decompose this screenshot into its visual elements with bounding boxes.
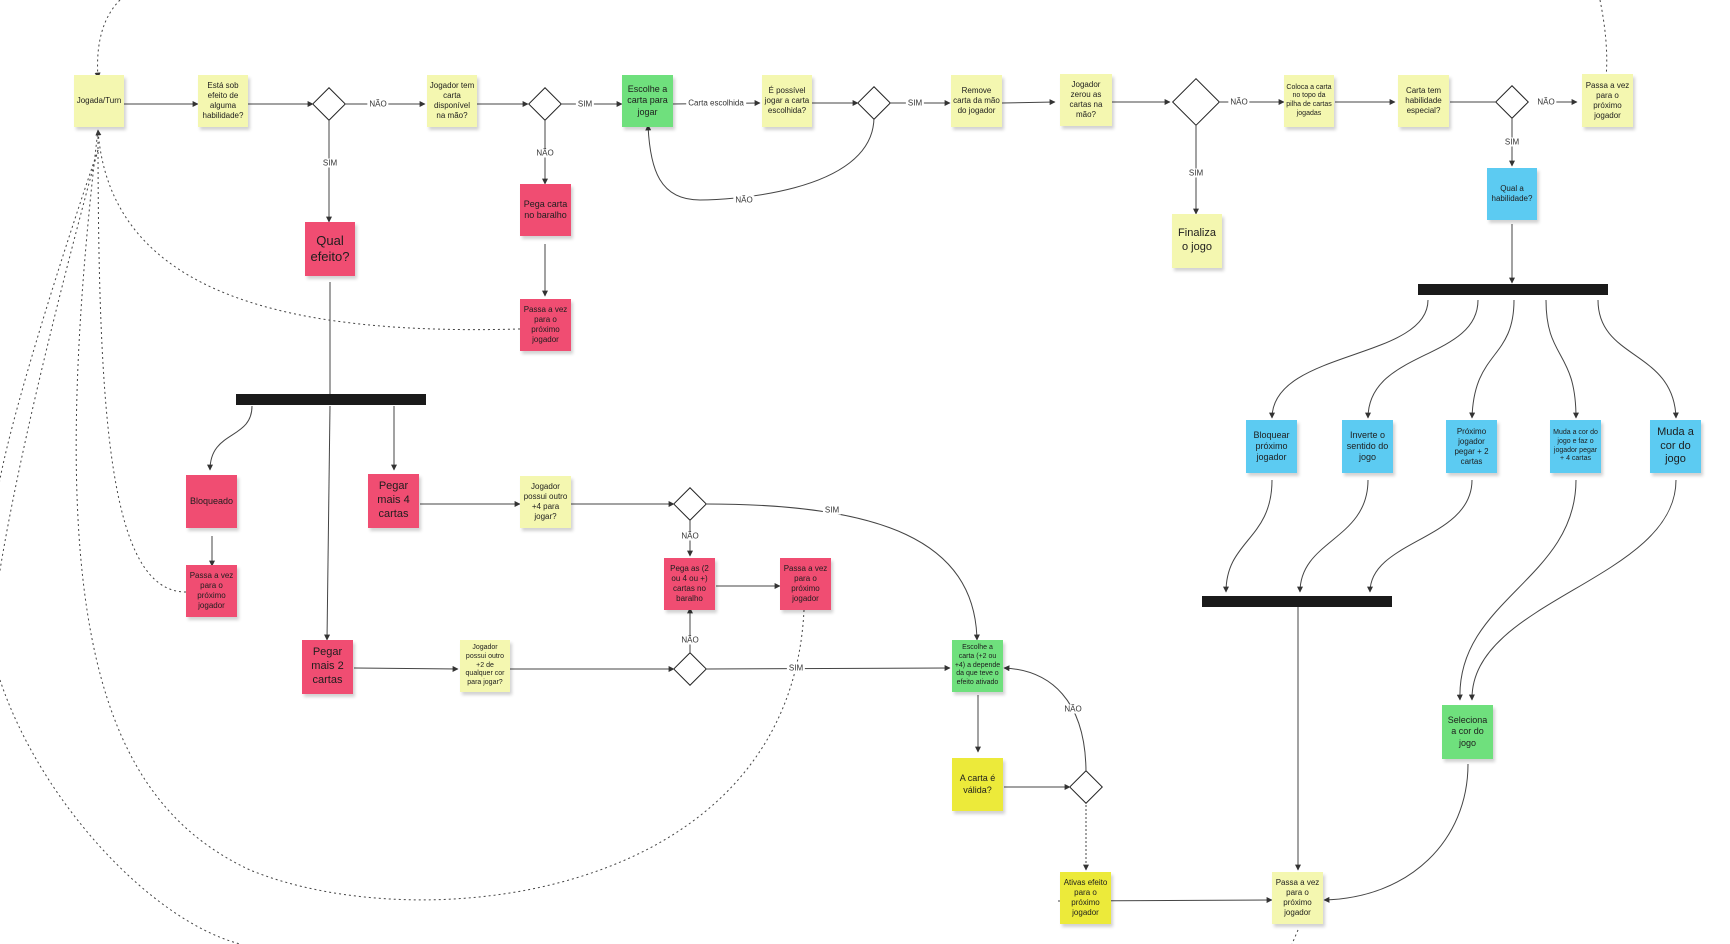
note-zerou-cartas[interactable]: Jogador zerou as cartas na mão? [1060, 74, 1112, 126]
edge-label: NÃO [679, 635, 701, 645]
edge-label: NÃO [367, 99, 389, 109]
note-proximo-pegar-2[interactable]: Próximo jogador pegar + 2 cartas [1446, 420, 1497, 473]
edge-label: SIM [1186, 168, 1206, 178]
note-possui-mais-2[interactable]: Jogador possui outro +2 de qualquer cor … [460, 640, 510, 692]
note-qual-habilidade[interactable]: Qual a habilidade? [1487, 168, 1537, 220]
note-remove-carta[interactable]: Remove carta da mão do jogador [951, 75, 1002, 127]
note-escolhe-mais[interactable]: Escolhe a carta (+2 ou +4) a depende da … [952, 640, 1003, 692]
note-bloquear-proximo[interactable]: Bloquear próximo jogador [1246, 420, 1297, 473]
note-tem-habilidade[interactable]: Carta tem habilidade especial? [1398, 75, 1449, 127]
edge-label: SIM [822, 505, 842, 515]
edge-label: NÃO [679, 531, 701, 541]
note-passa-vez-bloqueado[interactable]: Passa a vez para o próximo jogador [186, 565, 237, 617]
edge-label: NÃO [534, 148, 556, 158]
note-possui-mais-4[interactable]: Jogador possui outro +4 para jogar? [520, 476, 571, 528]
note-efeito-habilidade[interactable]: Está sob efeito de alguma habilidade? [198, 75, 248, 127]
note-pegar-mais-4[interactable]: Pegar mais 4 cartas [368, 474, 419, 528]
note-tem-carta[interactable]: Jogador tem carta disponível na mão? [427, 75, 477, 127]
note-carta-valida[interactable]: A carta é válida? [952, 758, 1003, 811]
edge-label: SIM [1502, 137, 1522, 147]
note-passa-vez-final[interactable]: Passa a vez para o próximo jogador [1272, 872, 1323, 924]
note-pegar-mais-2[interactable]: Pegar mais 2 cartas [302, 640, 353, 694]
edge-label: NÃO [1062, 704, 1084, 714]
note-finaliza-jogo[interactable]: Finaliza o jogo [1172, 214, 1222, 268]
note-ativa-efeito[interactable]: Ativas efeito para o próximo jogador [1060, 872, 1111, 924]
join-bar [1202, 596, 1392, 607]
edge-label: SIM [905, 98, 925, 108]
edge-label: SIM [320, 158, 340, 168]
note-muda-cor-mais-4[interactable]: Muda a cor do jogo e faz o jogador pegar… [1550, 420, 1601, 473]
edge-label: Carta escolhida [686, 98, 746, 108]
edge-label: NÃO [733, 195, 755, 205]
edge-label: NÃO [1228, 97, 1250, 107]
note-muda-cor[interactable]: Muda a cor do jogo [1650, 420, 1701, 473]
note-turn[interactable]: Jogada/Turn [74, 75, 124, 127]
edge-label: SIM [786, 663, 806, 673]
note-qual-efeito[interactable]: Qual efeito? [305, 222, 355, 276]
fork-bar [236, 394, 426, 405]
note-possivel-jogar[interactable]: É possível jogar a carta escolhida? [762, 75, 812, 127]
note-inverte-sentido[interactable]: Inverte o sentido do jogo [1342, 420, 1393, 473]
note-escolhe-carta[interactable]: Escolhe a carta para jogar [622, 75, 673, 127]
note-bloqueado[interactable]: Bloqueado [186, 475, 237, 528]
note-passa-vez-topo[interactable]: Passa a vez para o próximo jogador [1582, 74, 1633, 127]
note-passa-vez-pega-as[interactable]: Passa a vez para o próximo jogador [780, 558, 831, 610]
note-seleciona-cor[interactable]: Seleciona a cor do jogo [1442, 705, 1493, 759]
fork-bar [1418, 284, 1608, 295]
note-pega-as-cartas[interactable]: Pega as (2 ou 4 ou +) cartas no baralho [664, 558, 715, 610]
edge-label: NÃO [1535, 97, 1557, 107]
note-passa-vez-pega[interactable]: Passa a vez para o próximo jogador [520, 299, 571, 351]
note-topo-pilha[interactable]: Coloca a carta no topo da pilha de carta… [1284, 75, 1334, 127]
edge-label: SIM [575, 99, 595, 109]
note-pega-baralho[interactable]: Pega carta no baralho [520, 184, 571, 236]
